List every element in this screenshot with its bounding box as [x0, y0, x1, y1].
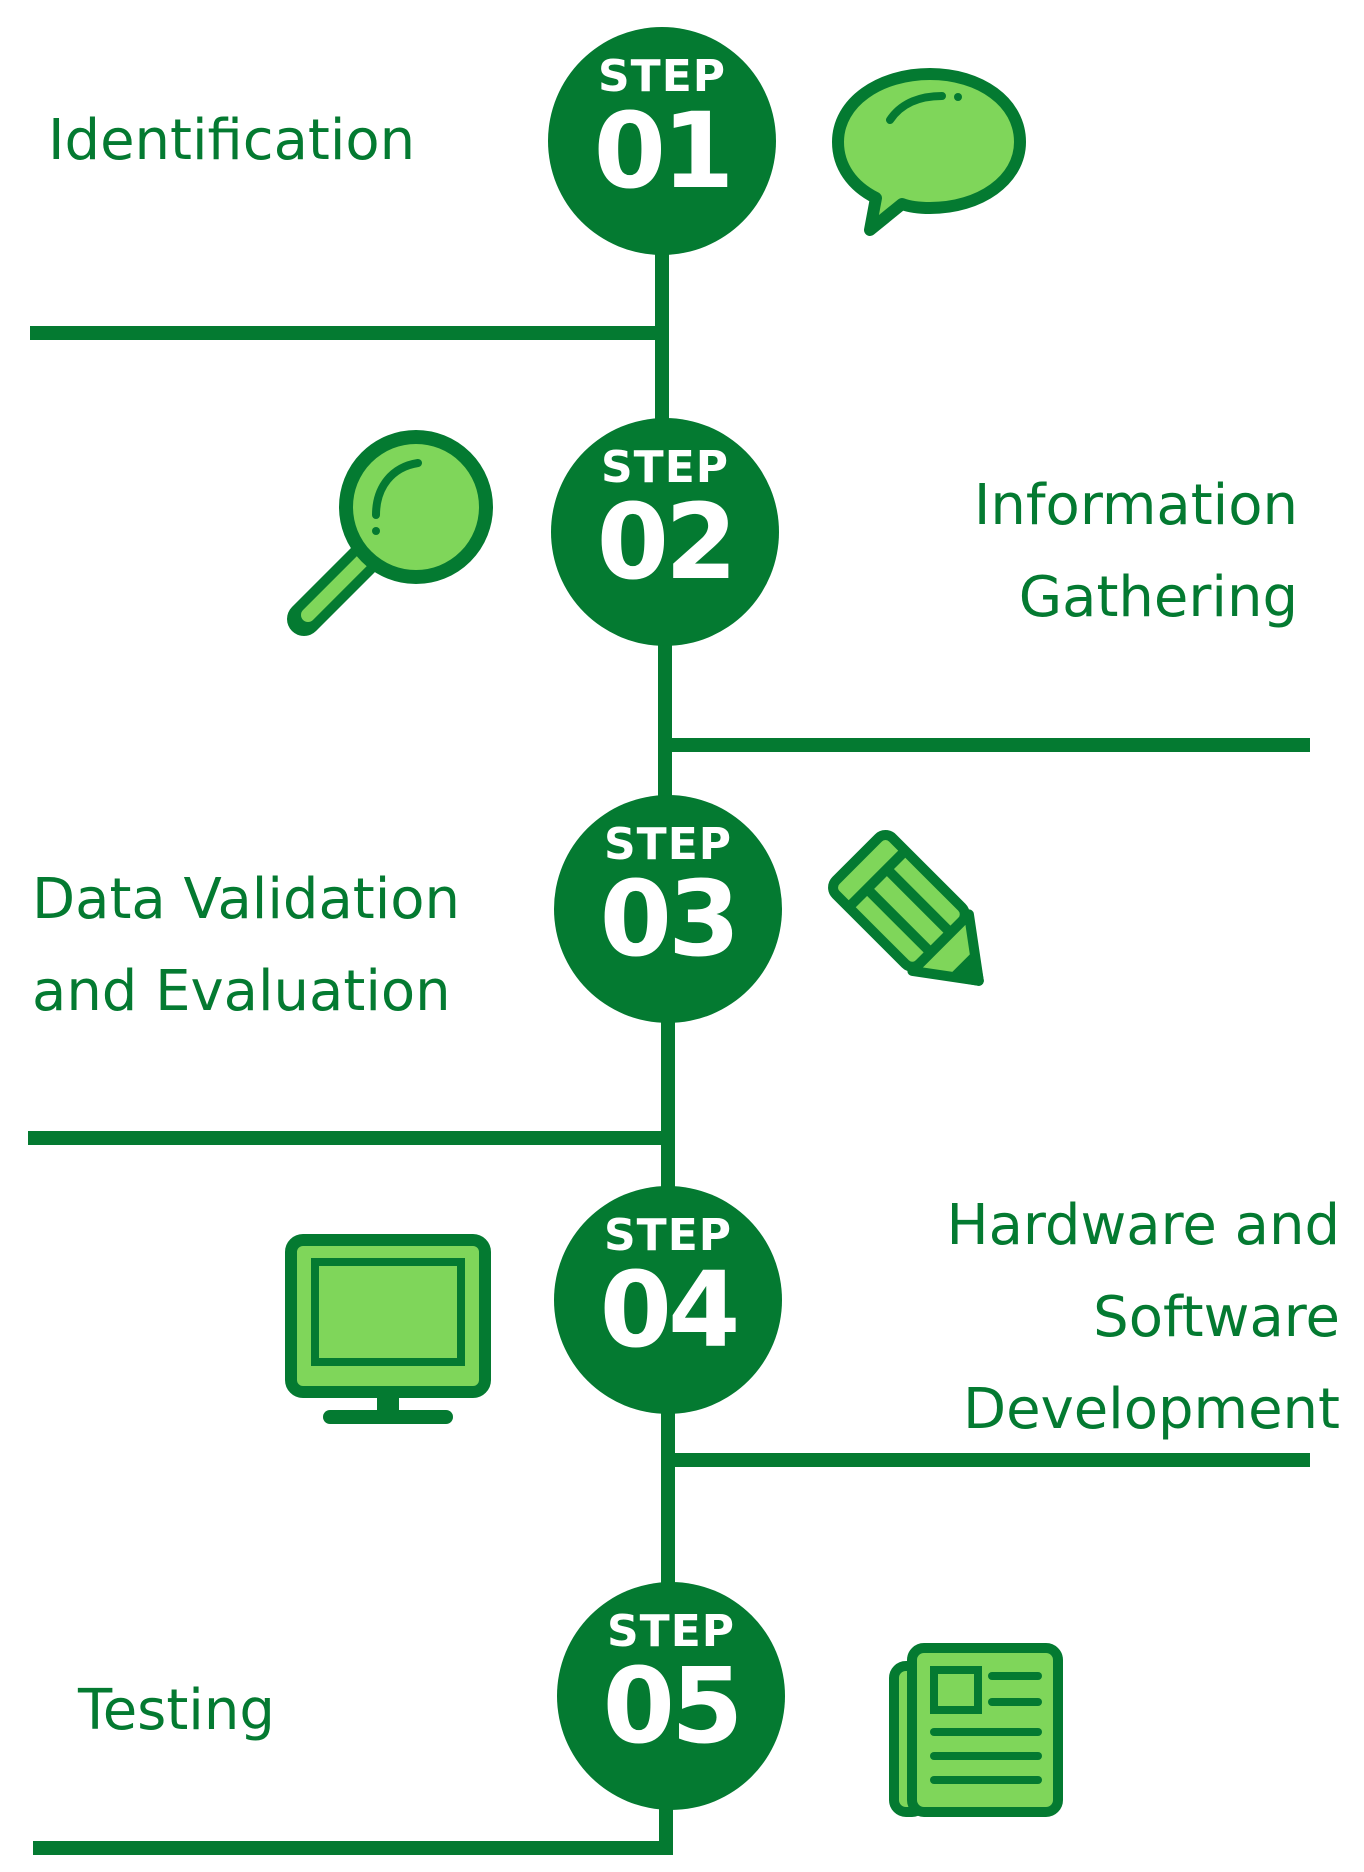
step-3-circle: STEP 03 — [554, 795, 782, 1023]
step-5-circle: STEP 05 — [557, 1582, 785, 1810]
step-2-label-line-2: Gathering — [1018, 565, 1298, 630]
magnifying-glass-icon — [287, 430, 493, 636]
step-5-word: STEP — [606, 1606, 735, 1657]
step-3-label: Data Validation and Evaluation — [32, 854, 460, 1038]
step-4-label-line-3: Development — [963, 1377, 1340, 1442]
step-3-word: STEP — [603, 819, 732, 870]
step-2-label: Information Gathering — [974, 460, 1298, 644]
step-4-word: STEP — [603, 1210, 732, 1261]
step-4-number: 04 — [599, 1249, 741, 1371]
step-1-number: 01 — [593, 90, 735, 212]
step-5-number: 05 — [602, 1645, 744, 1767]
step-4-circle: STEP 04 — [554, 1186, 782, 1414]
speech-bubble-icon — [832, 68, 1026, 236]
step-3-label-line-2: and Evaluation — [32, 959, 451, 1024]
pencil-icon — [828, 830, 984, 986]
newspaper-icon — [889, 1643, 1063, 1817]
step-2-word: STEP — [600, 442, 729, 493]
step-1-word: STEP — [597, 51, 726, 102]
step-3-label-line-1: Data Validation — [32, 867, 461, 932]
monitor-icon — [285, 1234, 491, 1424]
step-2-circle: STEP 02 — [551, 418, 779, 646]
step-1-circle: STEP 01 — [548, 27, 776, 255]
step-5-label-line-1: Testing — [78, 1678, 275, 1743]
step-1-label: Identification — [48, 95, 415, 187]
step-2-label-line-1: Information — [973, 473, 1298, 538]
step-1-label-line-1: Identification — [48, 108, 416, 173]
step-4-label-line-2: Software — [1093, 1285, 1340, 1350]
step-4-label: Hardware and Software Development — [946, 1180, 1340, 1456]
step-2-number: 02 — [596, 481, 738, 603]
step-5-label: Testing — [78, 1665, 275, 1757]
step-3-number: 03 — [599, 858, 741, 980]
step-4-label-line-1: Hardware and — [946, 1193, 1340, 1258]
